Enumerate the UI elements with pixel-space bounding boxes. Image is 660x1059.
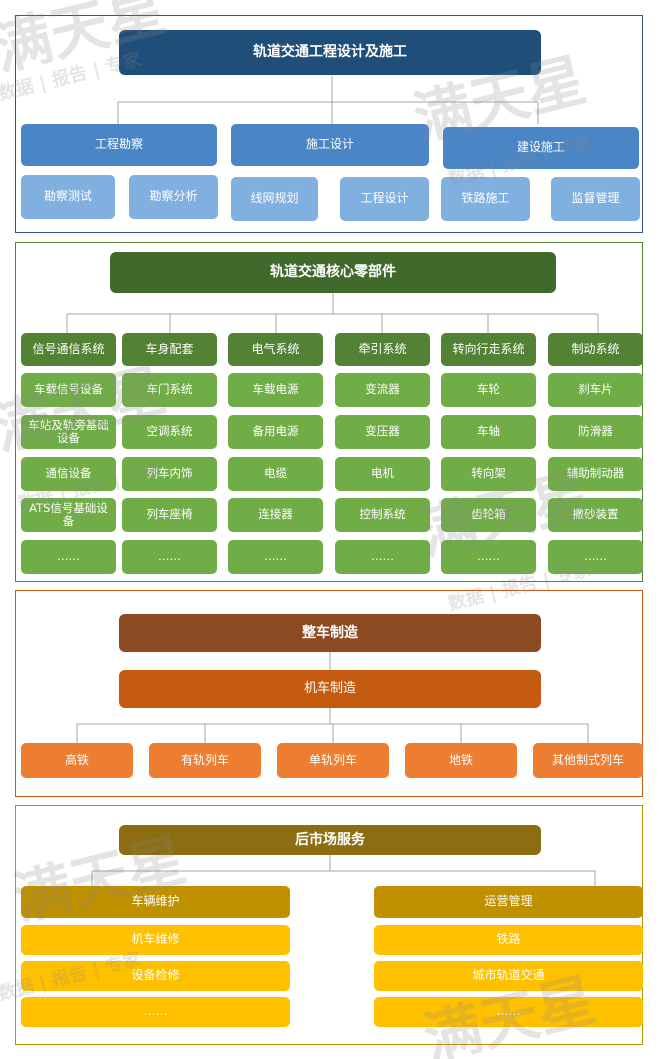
item-survey-test: 勘察测试 xyxy=(21,175,115,219)
component-category: 牵引系统 xyxy=(335,333,430,366)
component-category: 电气系统 xyxy=(228,333,323,366)
component-item: 空调系统 xyxy=(122,415,217,449)
component-item: …… xyxy=(335,540,430,574)
component-item: 车轮 xyxy=(441,373,536,407)
engineering-title: 轨道交通工程设计及施工 xyxy=(119,30,541,75)
item-ellipsis-right: …… xyxy=(374,997,643,1027)
component-item: 备用电源 xyxy=(228,415,323,449)
item-equipment-overhaul: 设备检修 xyxy=(21,961,290,991)
component-item: …… xyxy=(228,540,323,574)
manufacturing-title: 整车制造 xyxy=(119,614,541,652)
section-components-panel xyxy=(15,242,643,582)
components-title: 轨道交通核心零部件 xyxy=(110,252,556,293)
component-item: 刹车片 xyxy=(548,373,643,407)
item-supervision: 监督管理 xyxy=(551,177,640,221)
group-construction-design: 施工设计 xyxy=(231,124,429,166)
item-urban-rail-transit: 城市轨道交通 xyxy=(374,961,643,991)
item-ellipsis-left: …… xyxy=(21,997,290,1027)
component-category: 信号通信系统 xyxy=(21,333,116,366)
component-item: 辅助制动器 xyxy=(548,457,643,491)
component-category: 转向行走系统 xyxy=(441,333,536,366)
item-locomotive-repair: 机车维修 xyxy=(21,925,290,955)
component-category: 制动系统 xyxy=(548,333,643,366)
item-other-trains: 其他制式列车 xyxy=(533,743,643,778)
component-item: 电机 xyxy=(335,457,430,491)
component-item: 电缆 xyxy=(228,457,323,491)
component-item: …… xyxy=(441,540,536,574)
item-survey-analysis: 勘察分析 xyxy=(129,175,218,219)
item-monorail: 单轨列车 xyxy=(277,743,389,778)
component-item: ATS信号基础设备 xyxy=(21,498,116,532)
item-high-speed-rail: 高铁 xyxy=(21,743,133,778)
component-item: 连接器 xyxy=(228,498,323,532)
component-item: 控制系统 xyxy=(335,498,430,532)
component-item: 车轴 xyxy=(441,415,536,449)
component-item: 撒砂装置 xyxy=(548,498,643,532)
component-item: …… xyxy=(548,540,643,574)
component-category: 车身配套 xyxy=(122,333,217,366)
component-item: 车站及轨旁基础设备 xyxy=(21,415,116,449)
item-metro: 地铁 xyxy=(405,743,517,778)
item-engineering-design: 工程设计 xyxy=(340,177,429,221)
component-item: 车载电源 xyxy=(228,373,323,407)
component-item: 列车内饰 xyxy=(122,457,217,491)
group-operation-management: 运营管理 xyxy=(374,886,643,918)
component-item: …… xyxy=(21,540,116,574)
item-railway: 铁路 xyxy=(374,925,643,955)
group-construction: 建设施工 xyxy=(443,127,639,169)
component-item: …… xyxy=(122,540,217,574)
item-railway-construction: 铁路施工 xyxy=(441,177,530,221)
component-item: 通信设备 xyxy=(21,457,116,491)
component-item: 列车座椅 xyxy=(122,498,217,532)
component-item: 防滑器 xyxy=(548,415,643,449)
component-item: 齿轮箱 xyxy=(441,498,536,532)
component-item: 变压器 xyxy=(335,415,430,449)
group-vehicle-maintenance: 车辆维护 xyxy=(21,886,290,918)
component-item: 车门系统 xyxy=(122,373,217,407)
item-tram: 有轨列车 xyxy=(149,743,261,778)
group-survey: 工程勘察 xyxy=(21,124,217,166)
aftermarket-title: 后市场服务 xyxy=(119,825,541,855)
locomotive-manufacturing: 机车制造 xyxy=(119,670,541,708)
component-item: 转向架 xyxy=(441,457,536,491)
component-item: 变流器 xyxy=(335,373,430,407)
component-item: 车载信号设备 xyxy=(21,373,116,407)
item-network-planning: 线网规划 xyxy=(231,177,318,221)
